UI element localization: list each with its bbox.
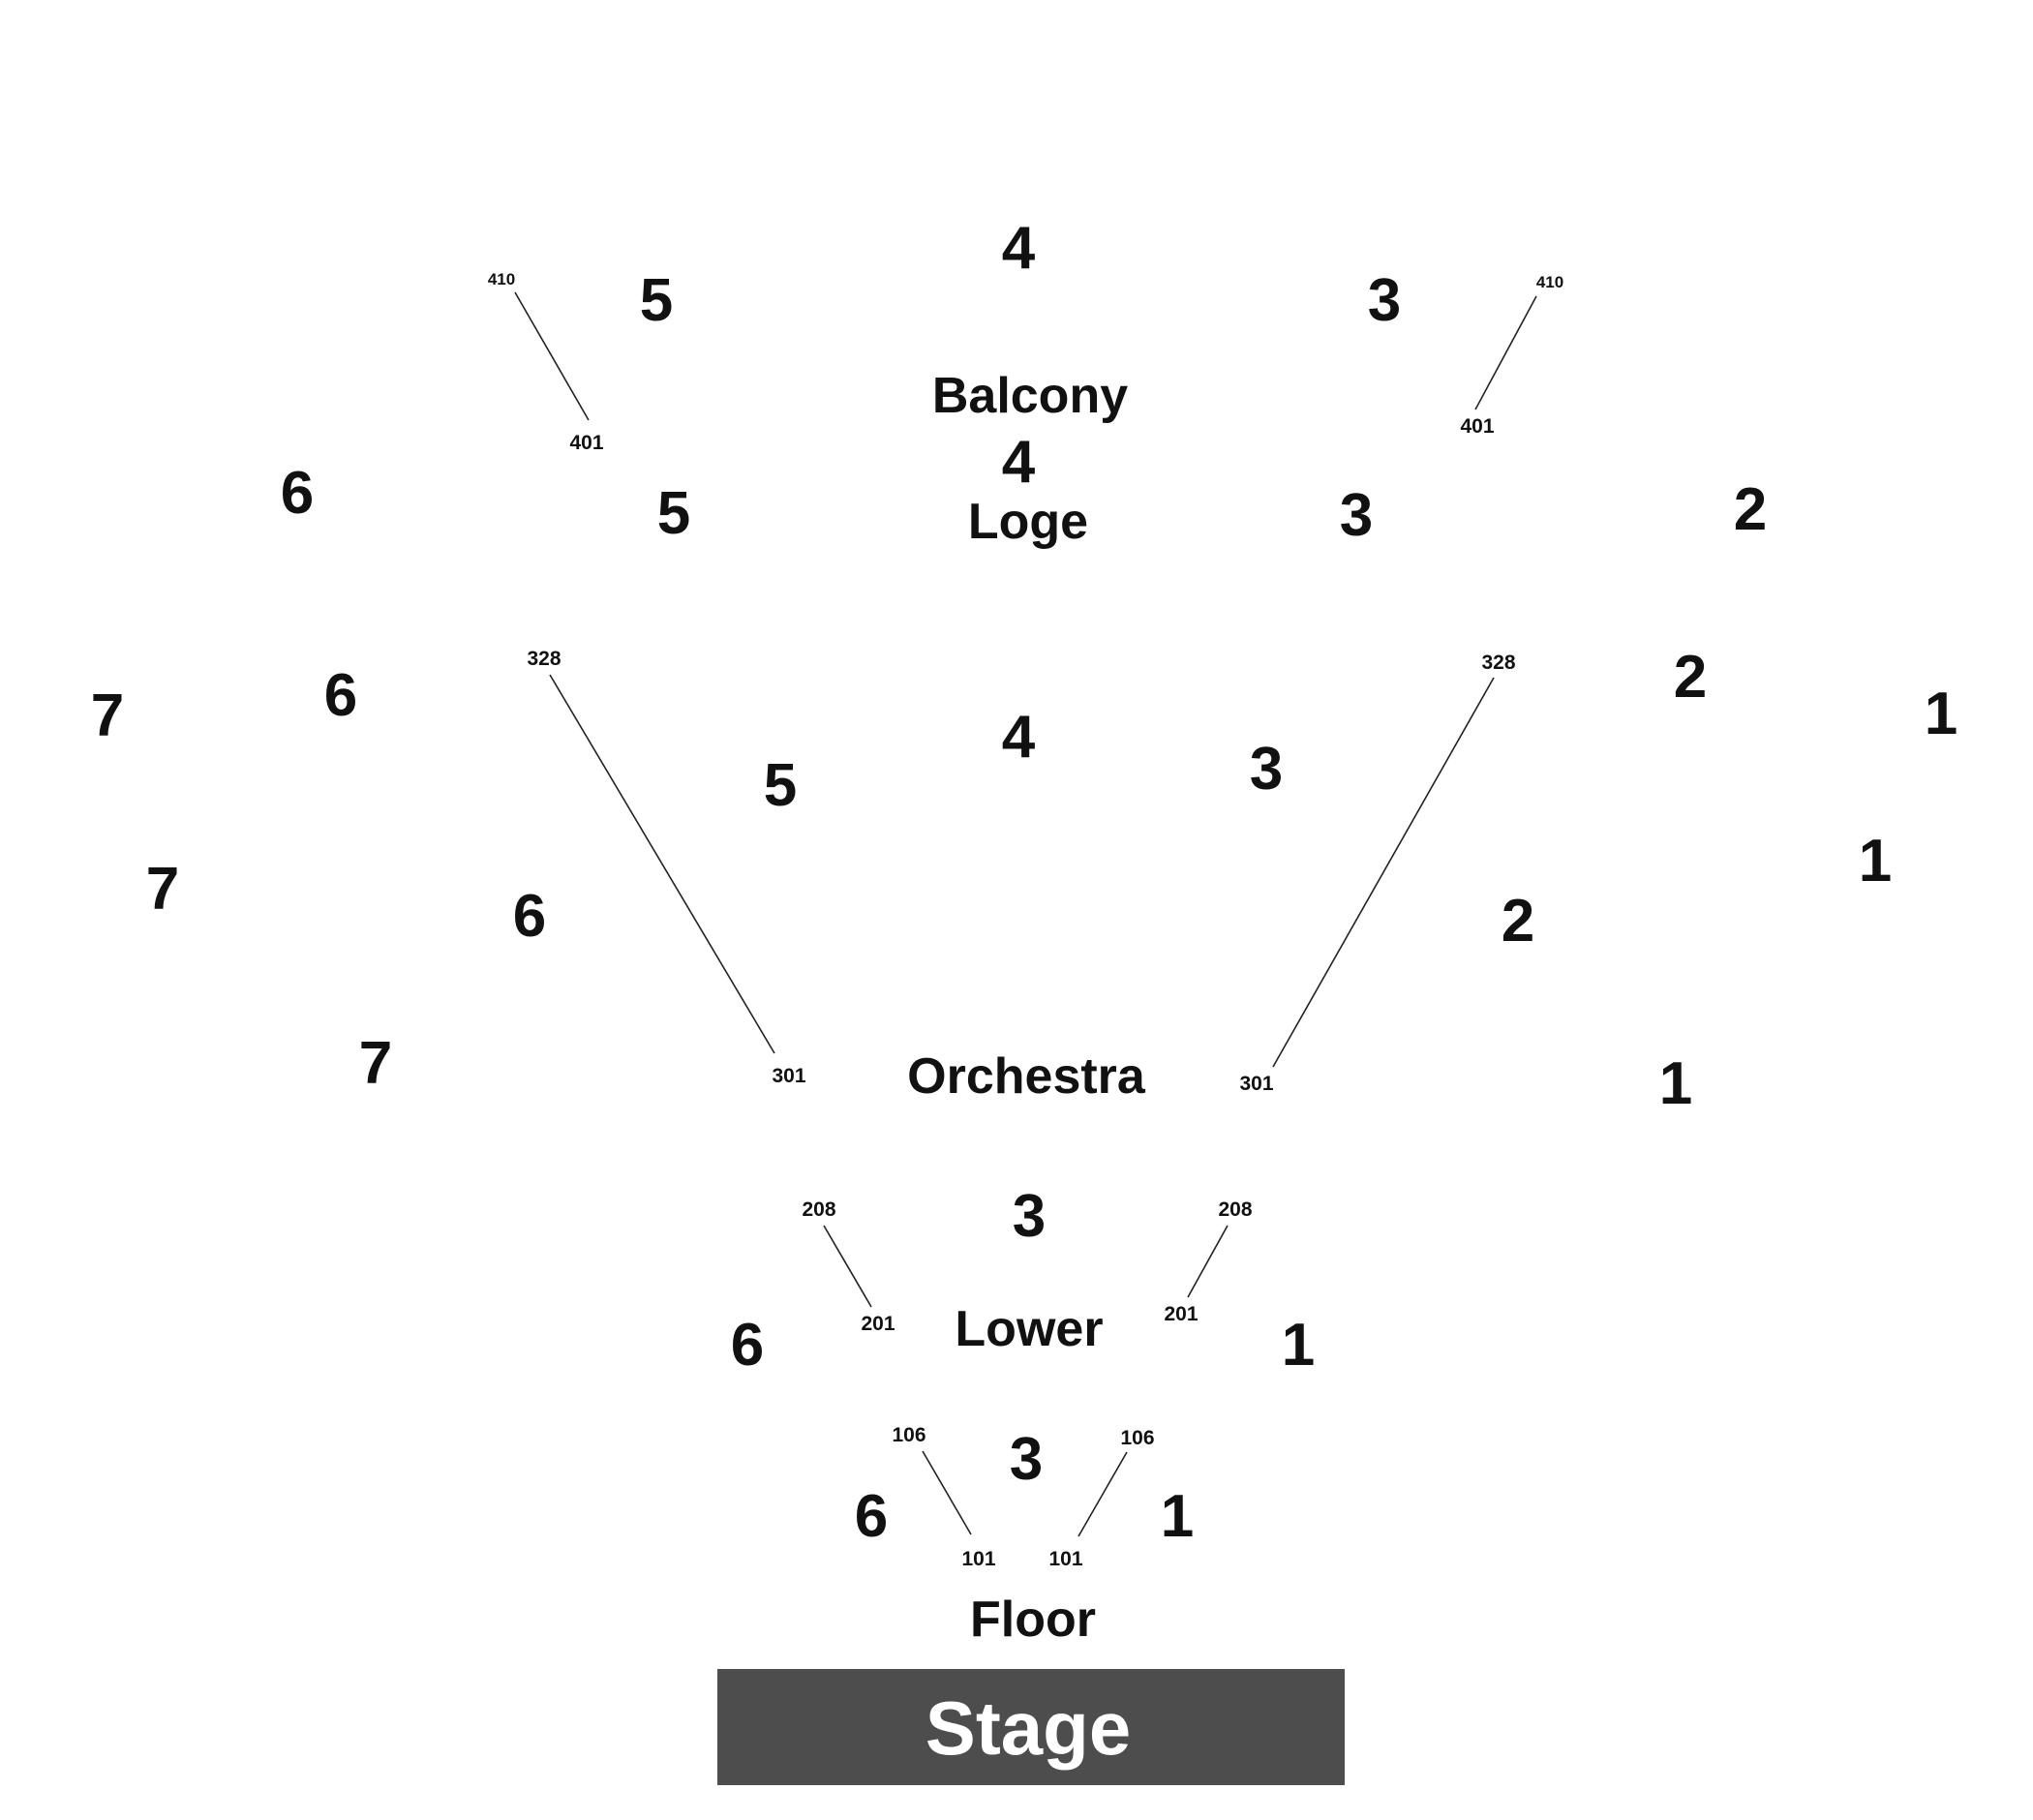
floor-label: Floor xyxy=(970,1592,1096,1648)
loge-area: 6 5 4 3 2 Loge xyxy=(281,429,1767,550)
balcony-right-row-range: 410 401 xyxy=(1460,273,1563,438)
lower-zone-3[interactable]: 3 xyxy=(1013,1183,1046,1250)
orchestra-right-row-end: 301 xyxy=(1239,1073,1273,1095)
orchestra-left-range-line xyxy=(549,674,775,1054)
stage: Stage xyxy=(717,1669,1345,1785)
lower-right-row-start: 208 xyxy=(1218,1198,1252,1221)
lower-zone-6[interactable]: 6 xyxy=(731,1312,764,1379)
lower-left-row-range: 208 201 xyxy=(802,1198,895,1335)
orchestra-zone-1-top[interactable]: 1 xyxy=(1925,681,1957,747)
orchestra-left-row-range: 328 301 xyxy=(527,648,805,1087)
orchestra-zone-1-low[interactable]: 1 xyxy=(1659,1050,1692,1117)
floor-zone-3[interactable]: 3 xyxy=(1010,1426,1043,1493)
balcony-right-row-start: 410 xyxy=(1536,273,1563,291)
orchestra-area: 7 6 5 4 3 2 1 7 6 2 1 7 1 Orchestra 328 … xyxy=(91,644,1957,1117)
balcony-zone-3[interactable]: 3 xyxy=(1368,267,1401,334)
lower-zone-1[interactable]: 1 xyxy=(1282,1312,1315,1379)
balcony-zone-4[interactable]: 4 xyxy=(1002,215,1036,282)
orchestra-zone-2-mid[interactable]: 2 xyxy=(1502,888,1534,955)
orchestra-zone-7-mid[interactable]: 7 xyxy=(146,856,179,923)
floor-zone-6[interactable]: 6 xyxy=(855,1483,888,1550)
floor-right-row-range: 106 101 xyxy=(1048,1427,1154,1570)
balcony-area: 5 4 3 Balcony 410 401 410 401 xyxy=(488,215,1563,454)
orchestra-label: Orchestra xyxy=(907,1048,1146,1105)
balcony-right-row-end: 401 xyxy=(1460,415,1494,438)
loge-zone-5[interactable]: 5 xyxy=(657,480,690,547)
orchestra-zone-4[interactable]: 4 xyxy=(1002,704,1036,771)
balcony-left-row-end: 401 xyxy=(569,432,603,454)
lower-right-row-range: 208 201 xyxy=(1164,1198,1252,1325)
lower-right-row-end: 201 xyxy=(1164,1303,1198,1325)
orchestra-right-range-line xyxy=(1272,677,1495,1068)
lower-left-row-end: 201 xyxy=(861,1313,895,1335)
loge-zone-2[interactable]: 2 xyxy=(1734,476,1767,543)
balcony-label: Balcony xyxy=(932,368,1128,424)
balcony-right-range-line xyxy=(1474,295,1537,410)
orchestra-left-row-start: 328 xyxy=(527,648,561,670)
loge-zone-3[interactable]: 3 xyxy=(1340,482,1373,549)
lower-left-row-start: 208 xyxy=(802,1198,835,1221)
orchestra-zone-7-top[interactable]: 7 xyxy=(91,682,124,749)
lower-label: Lower xyxy=(955,1301,1103,1357)
orchestra-zone-6-top[interactable]: 6 xyxy=(324,662,357,729)
orchestra-zone-3[interactable]: 3 xyxy=(1250,736,1283,803)
orchestra-zone-6-mid[interactable]: 6 xyxy=(513,883,546,950)
lower-right-range-line xyxy=(1187,1225,1229,1298)
floor-left-row-end: 101 xyxy=(961,1548,995,1570)
lower-left-range-line xyxy=(823,1225,872,1308)
orchestra-right-row-range: 328 301 xyxy=(1239,652,1515,1095)
floor-right-row-end: 101 xyxy=(1048,1548,1082,1570)
orchestra-left-row-end: 301 xyxy=(772,1065,805,1087)
floor-left-range-line xyxy=(922,1450,972,1535)
floor-zone-1[interactable]: 1 xyxy=(1161,1483,1194,1550)
floor-area: 3 6 1 Floor 106 101 106 101 xyxy=(855,1424,1194,1648)
loge-zone-6[interactable]: 6 xyxy=(281,460,314,527)
loge-label: Loge xyxy=(968,494,1088,550)
lower-area: 3 6 1 Lower 208 201 208 201 xyxy=(731,1183,1315,1379)
orchestra-zone-1-mid[interactable]: 1 xyxy=(1859,828,1892,895)
floor-right-row-start: 106 xyxy=(1120,1427,1154,1449)
floor-right-range-line xyxy=(1077,1451,1128,1537)
balcony-zone-5[interactable]: 5 xyxy=(640,267,673,334)
balcony-left-range-line xyxy=(514,291,590,421)
floor-left-row-range: 106 101 xyxy=(892,1424,995,1570)
floor-left-row-start: 106 xyxy=(892,1424,925,1446)
loge-zone-4[interactable]: 4 xyxy=(1002,429,1036,496)
balcony-left-row-range: 410 401 xyxy=(488,270,604,454)
orchestra-zone-7-low[interactable]: 7 xyxy=(359,1030,392,1097)
orchestra-zone-5[interactable]: 5 xyxy=(764,752,797,819)
orchestra-right-row-start: 328 xyxy=(1481,652,1515,674)
orchestra-zone-2-top[interactable]: 2 xyxy=(1674,644,1707,711)
stage-block xyxy=(717,1669,1345,1785)
balcony-left-row-start: 410 xyxy=(488,270,515,288)
stage-label: Stage xyxy=(925,1685,1131,1771)
